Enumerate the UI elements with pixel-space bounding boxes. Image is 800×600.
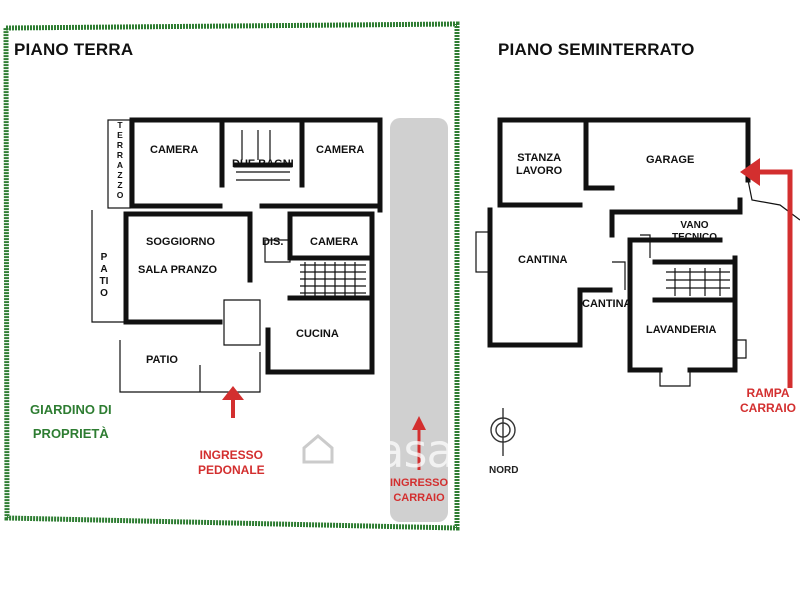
ground-floor-title: PIANO TERRA	[14, 40, 134, 59]
ingresso-pedonale-label: INGRESSO PEDONALE	[198, 448, 265, 477]
nord-label: NORD	[489, 465, 519, 476]
room-soggiorno: SOGGIORNO	[146, 236, 216, 248]
giardino-label: GIARDINO DI PROPRIETÀ	[30, 402, 112, 441]
room-camera-left: CAMERA	[150, 144, 199, 156]
ingresso-carraio-label: INGRESSO CARRAIO	[389, 477, 449, 504]
room-cucina: CUCINA	[296, 328, 339, 340]
room-due-bagni: DUE BAGNI	[232, 158, 294, 170]
basement-title: PIANO SEMINTERRATO	[498, 40, 695, 59]
room-vano-tecnico: VANO TECNICO	[672, 220, 717, 243]
room-cantina-small: CANTINA	[582, 298, 632, 310]
basement-walls	[487, 117, 751, 373]
room-dis: DIS.	[262, 236, 284, 248]
basement-thin-lines	[475, 179, 800, 387]
room-camera-mid: CAMERA	[310, 236, 359, 248]
garden-boundary	[3, 21, 460, 531]
ground-floor-walls	[123, 117, 383, 375]
rampa-carraio-label: RAMPA CARRAIO	[740, 386, 796, 415]
room-cantina-big: CANTINA	[518, 254, 568, 266]
room-patio-side: PATIO	[99, 252, 109, 299]
room-patio: PATIO	[146, 354, 178, 366]
ingresso-pedonale-arrow	[222, 386, 244, 418]
room-stanza-lavoro: STANZA LAVORO	[516, 152, 563, 177]
room-lavanderia: LAVANDERIA	[646, 324, 717, 336]
room-sala-pranzo: SALA PRANZO	[138, 264, 218, 276]
room-garage: GARAGE	[646, 154, 695, 166]
room-camera-right: CAMERA	[316, 144, 365, 156]
north-compass-icon	[490, 408, 516, 456]
room-terrazzo: TERRAZZO	[116, 120, 124, 200]
ingresso-carraio-arrow	[412, 416, 426, 470]
watermark-text: casa	[352, 424, 455, 478]
rampa-carraio-arrow	[740, 158, 793, 388]
driveway-strip	[390, 118, 448, 522]
ground-floor-thin-lines	[91, 119, 366, 393]
watermark-logo	[290, 424, 346, 480]
